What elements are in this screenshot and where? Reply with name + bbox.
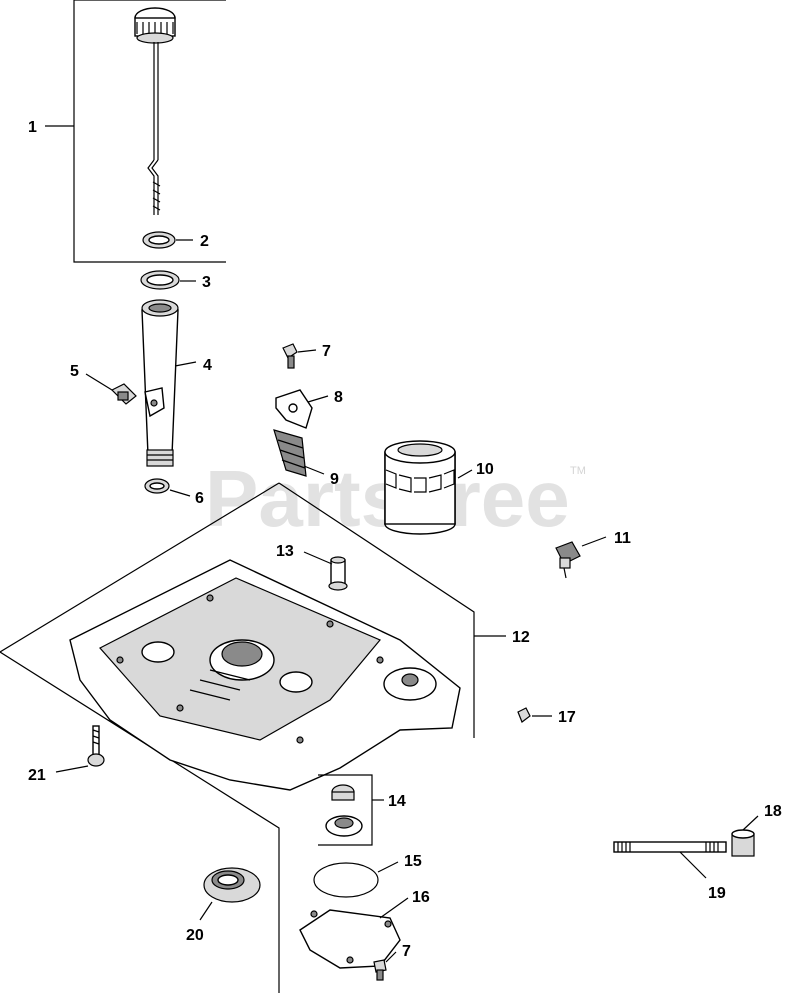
callout-7-upper: 7 — [322, 343, 331, 360]
part-11-pressure-switch[interactable] — [555, 541, 581, 579]
part-19-stud[interactable] — [613, 841, 727, 853]
part-12-oil-pan[interactable] — [69, 559, 461, 791]
callout-7-lower: 7 — [402, 943, 411, 960]
part-10-oil-filter[interactable] — [384, 440, 456, 535]
watermark-trademark: TM — [570, 465, 586, 477]
callout-19: 19 — [708, 885, 726, 902]
callout-labels: 1 2 3 4 5 6 7 8 9 10 11 12 13 14 15 16 7… — [28, 119, 782, 960]
callout-17: 17 — [558, 709, 576, 726]
callout-11: 11 — [614, 530, 631, 547]
part-15-o-ring[interactable] — [313, 862, 379, 898]
callout-16: 16 — [412, 889, 430, 906]
part-3-o-ring[interactable] — [140, 270, 180, 290]
callout-20: 20 — [186, 927, 204, 944]
part-4-dipstick-tube[interactable] — [141, 299, 179, 467]
leader-lines — [45, 125, 759, 963]
part-17-plug[interactable] — [517, 707, 531, 723]
part-7-screw-upper[interactable] — [282, 343, 298, 369]
callout-18: 18 — [764, 803, 782, 820]
callout-1: 1 — [28, 119, 37, 136]
callout-9: 9 — [330, 471, 339, 488]
callout-13: 13 — [276, 543, 294, 560]
part-21-bolt[interactable] — [87, 725, 105, 767]
part-14-pump-gears[interactable] — [318, 774, 373, 846]
callout-15: 15 — [404, 853, 422, 870]
part-13-plug[interactable] — [328, 556, 348, 591]
callout-12: 12 — [512, 629, 530, 646]
callout-21: 21 — [28, 767, 46, 784]
part-20-oil-seal[interactable] — [203, 867, 261, 903]
callout-4: 4 — [203, 357, 212, 374]
part-8-bracket[interactable] — [275, 389, 313, 429]
part-16-cover-plate[interactable] — [299, 909, 401, 969]
part-6-o-ring[interactable] — [144, 478, 170, 494]
callout-14: 14 — [388, 793, 406, 810]
part-1-dipstick[interactable] — [134, 7, 176, 215]
part-18-nut[interactable] — [731, 829, 755, 857]
callout-10: 10 — [476, 461, 494, 478]
group-bracket-1 — [73, 0, 226, 263]
callout-3: 3 — [202, 274, 211, 291]
callout-6: 6 — [195, 490, 204, 507]
part-12-oil-pan-outline — [0, 482, 475, 993]
part-2-o-ring[interactable] — [142, 231, 176, 249]
callout-8: 8 — [334, 389, 343, 406]
part-7-screw-lower[interactable] — [373, 959, 387, 981]
callout-5: 5 — [70, 363, 79, 380]
part-9-screen[interactable] — [273, 429, 307, 477]
callout-2: 2 — [200, 233, 209, 250]
part-5-screw[interactable] — [110, 383, 137, 405]
